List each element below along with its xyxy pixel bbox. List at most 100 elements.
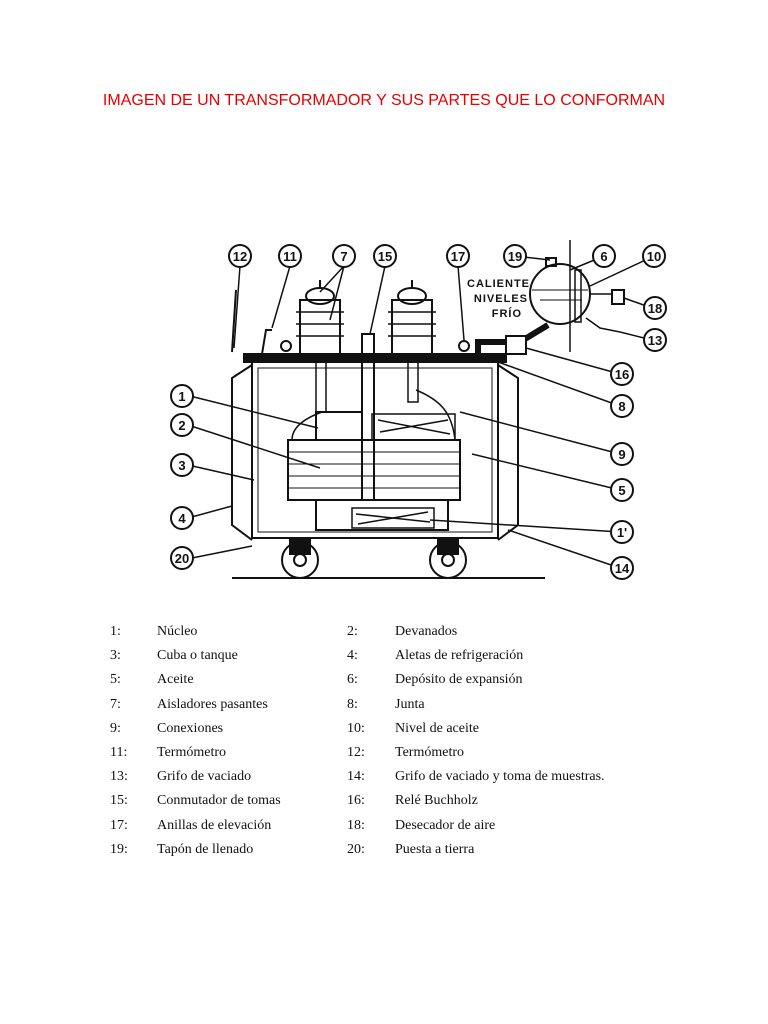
legend-row: 15: Conmutador de tomas 16: Relé Buchhol… [110, 793, 670, 817]
thermometer-11 [261, 329, 272, 355]
level-label-cold: FRÍO [492, 307, 522, 320]
winding-bottom [351, 507, 435, 529]
bushing-left [296, 280, 344, 413]
svg-text:12: 12 [233, 249, 247, 264]
breather [611, 289, 625, 305]
legend-row: 7: Aisladores pasantes 8: Junta [110, 697, 670, 721]
legend-label: Grifo de vaciado y toma de muestras. [395, 769, 605, 785]
svg-text:3: 3 [178, 458, 185, 473]
legend-number: 4: [347, 648, 358, 664]
svg-text:19: 19 [508, 249, 522, 264]
transformer-diagram: CALIENTE NIVELES FRÍO 12 11 7 15 17 19 6… [170, 240, 667, 580]
legend-number: 9: [110, 720, 121, 736]
svg-text:1': 1' [617, 525, 627, 540]
legend-number: 18: [347, 817, 365, 833]
level-label-levels: NIVELES [474, 293, 528, 305]
winding-top-right [371, 413, 456, 441]
svg-text:7: 7 [340, 249, 347, 264]
legend-label: Depósito de expansión [395, 672, 523, 688]
legend-number: 12: [347, 744, 365, 760]
svg-text:6: 6 [600, 249, 607, 264]
legend-row: 13: Grifo de vaciado 14: Grifo de vaciad… [110, 769, 670, 793]
callout-6: 6 [592, 244, 616, 268]
lifting-ring-left [280, 340, 292, 352]
legend-number: 1: [110, 624, 121, 639]
svg-text:14: 14 [615, 561, 630, 576]
legend-number: 3: [110, 648, 121, 664]
legend-label: Conexiones [157, 720, 224, 736]
tap-changer-knob [361, 333, 375, 355]
svg-text:16: 16 [615, 367, 629, 382]
legend-label: Nivel de aceite [395, 720, 479, 736]
legend-row: 9: Conexiones 10: Nivel de aceite [110, 721, 670, 745]
legend-number: 16: [347, 793, 365, 809]
callout-10: 10 [642, 244, 666, 268]
legend-number: 8: [347, 696, 358, 712]
svg-text:11: 11 [283, 249, 297, 264]
callout-1-prime: 1' [610, 520, 634, 544]
legend-label: Anillas de elevación [157, 817, 272, 833]
legend-row: 17: Anillas de elevación 18: Desecador d… [110, 818, 670, 842]
callout-16: 16 [610, 362, 634, 386]
legend-number: 6: [347, 672, 358, 688]
filler-cap [545, 257, 557, 267]
legend-label: Devanados [395, 624, 458, 639]
drain-valve-13 [585, 317, 621, 333]
oil-level-gauge [574, 269, 582, 323]
svg-text:13: 13 [648, 333, 662, 348]
svg-text:1: 1 [178, 389, 185, 404]
callout-11: 11 [278, 244, 302, 268]
thermometer-12 [231, 289, 237, 353]
page-title: IMAGEN DE UN TRANSFORMADOR Y SUS PARTES … [102, 92, 666, 109]
cooling-fin-left [231, 364, 253, 541]
callout-12: 12 [228, 244, 252, 268]
tap-changer-shaft [361, 359, 375, 501]
wheel-right [429, 539, 467, 579]
legend-label: Desecador de aire [395, 817, 496, 833]
legend-number: 14: [347, 769, 365, 785]
callout-4: 4 [170, 506, 194, 530]
callout-1: 1 [170, 384, 194, 408]
svg-text:2: 2 [178, 418, 185, 433]
legend-label: Núcleo [157, 624, 198, 639]
legend-number: 20: [347, 841, 365, 857]
core-lower [315, 499, 449, 531]
legend-number: 15: [110, 793, 128, 809]
callout-5: 5 [610, 478, 634, 502]
svg-text:9: 9 [618, 447, 625, 462]
callout-9: 9 [610, 442, 634, 466]
callout-20: 20 [170, 546, 194, 570]
svg-text:18: 18 [648, 301, 662, 316]
buchholz-pipe [475, 322, 550, 354]
legend-row: 1: Núcleo 2: Devanados [110, 624, 670, 648]
legend-label: Cuba o tanque [157, 648, 238, 664]
legend-row: 19: Tapón de llenado 20: Puesta a tierra [110, 842, 670, 866]
legend-label: Puesta a tierra [395, 841, 475, 857]
buchholz-relay [505, 335, 527, 355]
svg-text:8: 8 [618, 399, 625, 414]
winding-top-left [315, 411, 363, 441]
legend-label: Termómetro [395, 744, 464, 760]
legend-number: 5: [110, 672, 121, 688]
legend-label: Aletas de refrigeración [395, 648, 524, 664]
level-label-hot: CALIENTE [467, 278, 530, 290]
callout-17: 17 [446, 244, 470, 268]
legend-label: Termómetro [157, 744, 226, 760]
legend-label: Grifo de vaciado [157, 769, 252, 785]
legend-label: Conmutador de tomas [157, 793, 281, 809]
legend-number: 10: [347, 720, 365, 736]
svg-text:5: 5 [618, 483, 625, 498]
svg-text:10: 10 [647, 249, 661, 264]
legend-number: 2: [347, 624, 358, 639]
legend-label: Aceite [157, 672, 194, 688]
callout-3: 3 [170, 453, 194, 477]
callout-19: 19 [503, 244, 527, 268]
legend-row: 3: Cuba o tanque 4: Aletas de refrigerac… [110, 648, 670, 672]
legend-row: 5: Aceite 6: Depósito de expansión [110, 672, 670, 696]
legend-number: 13: [110, 769, 128, 785]
svg-text:15: 15 [378, 249, 392, 264]
callout-13: 13 [643, 328, 667, 352]
legend-number: 17: [110, 817, 128, 833]
svg-text:20: 20 [175, 551, 189, 566]
bushing-right [388, 280, 436, 403]
